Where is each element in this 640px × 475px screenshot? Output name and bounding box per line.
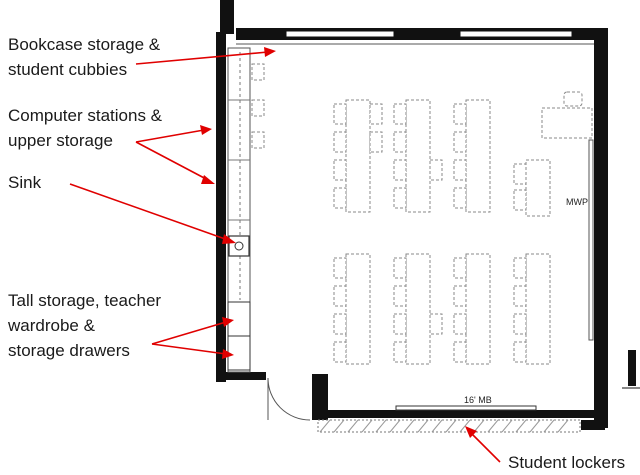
desk-group bbox=[333, 99, 383, 213]
desk-group bbox=[393, 253, 443, 365]
marker-board bbox=[395, 405, 537, 411]
arrowhead bbox=[200, 125, 212, 135]
callout-line: Tall storage, teacher bbox=[8, 291, 162, 310]
computer-chair bbox=[251, 63, 265, 81]
wall-south-west bbox=[216, 372, 266, 380]
callout-line: Computer stations & bbox=[8, 106, 163, 125]
callout-bookcase: Bookcase storage & student cubbies bbox=[8, 32, 160, 82]
sink bbox=[228, 235, 250, 257]
walls bbox=[216, 0, 640, 430]
wall-corner-se bbox=[581, 420, 605, 430]
computer-chair bbox=[251, 131, 265, 149]
callout-line: Bookcase storage & bbox=[8, 35, 161, 54]
arrow-lockers bbox=[469, 431, 501, 463]
callout-line: student cubbies bbox=[8, 60, 128, 79]
arrow-bookcase bbox=[135, 51, 269, 65]
computer-chair bbox=[251, 99, 265, 117]
arrow-computer-1 bbox=[135, 129, 205, 143]
door-swing-arc bbox=[267, 377, 311, 421]
teacher-desk bbox=[541, 91, 593, 139]
arrowhead bbox=[222, 317, 234, 327]
desk-group bbox=[513, 159, 551, 217]
desk-group bbox=[453, 99, 491, 213]
callout-lockers: Student lockers bbox=[508, 450, 625, 475]
sink-drain bbox=[234, 241, 244, 251]
windows bbox=[236, 30, 594, 45]
arrowhead bbox=[465, 426, 477, 438]
wall-west-upper bbox=[220, 0, 234, 34]
west-casework bbox=[227, 47, 265, 373]
callout-line: wardrobe & bbox=[8, 316, 95, 335]
wall-west bbox=[216, 32, 226, 382]
callout-tall-storage: Tall storage, teacher wardrobe & storage… bbox=[8, 288, 161, 363]
wall-south bbox=[318, 410, 608, 418]
arrow-computer-2 bbox=[135, 141, 209, 181]
desk-group bbox=[453, 253, 491, 365]
marker-board-label: 16' MB bbox=[464, 395, 492, 405]
arrowhead bbox=[201, 175, 215, 184]
wall-east bbox=[594, 28, 608, 428]
east-wall-board bbox=[588, 139, 594, 341]
window-1 bbox=[285, 30, 395, 38]
callout-line: Student lockers bbox=[508, 453, 626, 472]
callout-computer: Computer stations & upper storage bbox=[8, 103, 162, 153]
wall-door-jamb bbox=[312, 374, 328, 420]
callout-line: storage drawers bbox=[8, 341, 130, 360]
door bbox=[267, 377, 311, 421]
arrowhead bbox=[264, 47, 276, 57]
mwp-label: MWP bbox=[566, 197, 588, 207]
arrowhead bbox=[222, 349, 234, 359]
arrowhead bbox=[222, 234, 236, 244]
desk-group bbox=[513, 253, 551, 365]
desk-groups bbox=[333, 91, 593, 365]
counter-run bbox=[227, 47, 251, 373]
callout-sink: Sink bbox=[8, 170, 41, 195]
arrow-tall-storage-2 bbox=[151, 343, 227, 355]
wall-east-outer bbox=[628, 350, 636, 386]
annotation-arrows bbox=[69, 47, 501, 463]
student-lockers bbox=[317, 419, 581, 433]
callout-line: upper storage bbox=[8, 131, 113, 150]
window-2 bbox=[459, 30, 573, 38]
callout-line: Sink bbox=[8, 173, 42, 192]
desk-group bbox=[393, 99, 443, 213]
arrow-tall-storage-1 bbox=[151, 321, 227, 345]
desk-group bbox=[333, 253, 371, 365]
arrow-sink bbox=[69, 183, 229, 241]
